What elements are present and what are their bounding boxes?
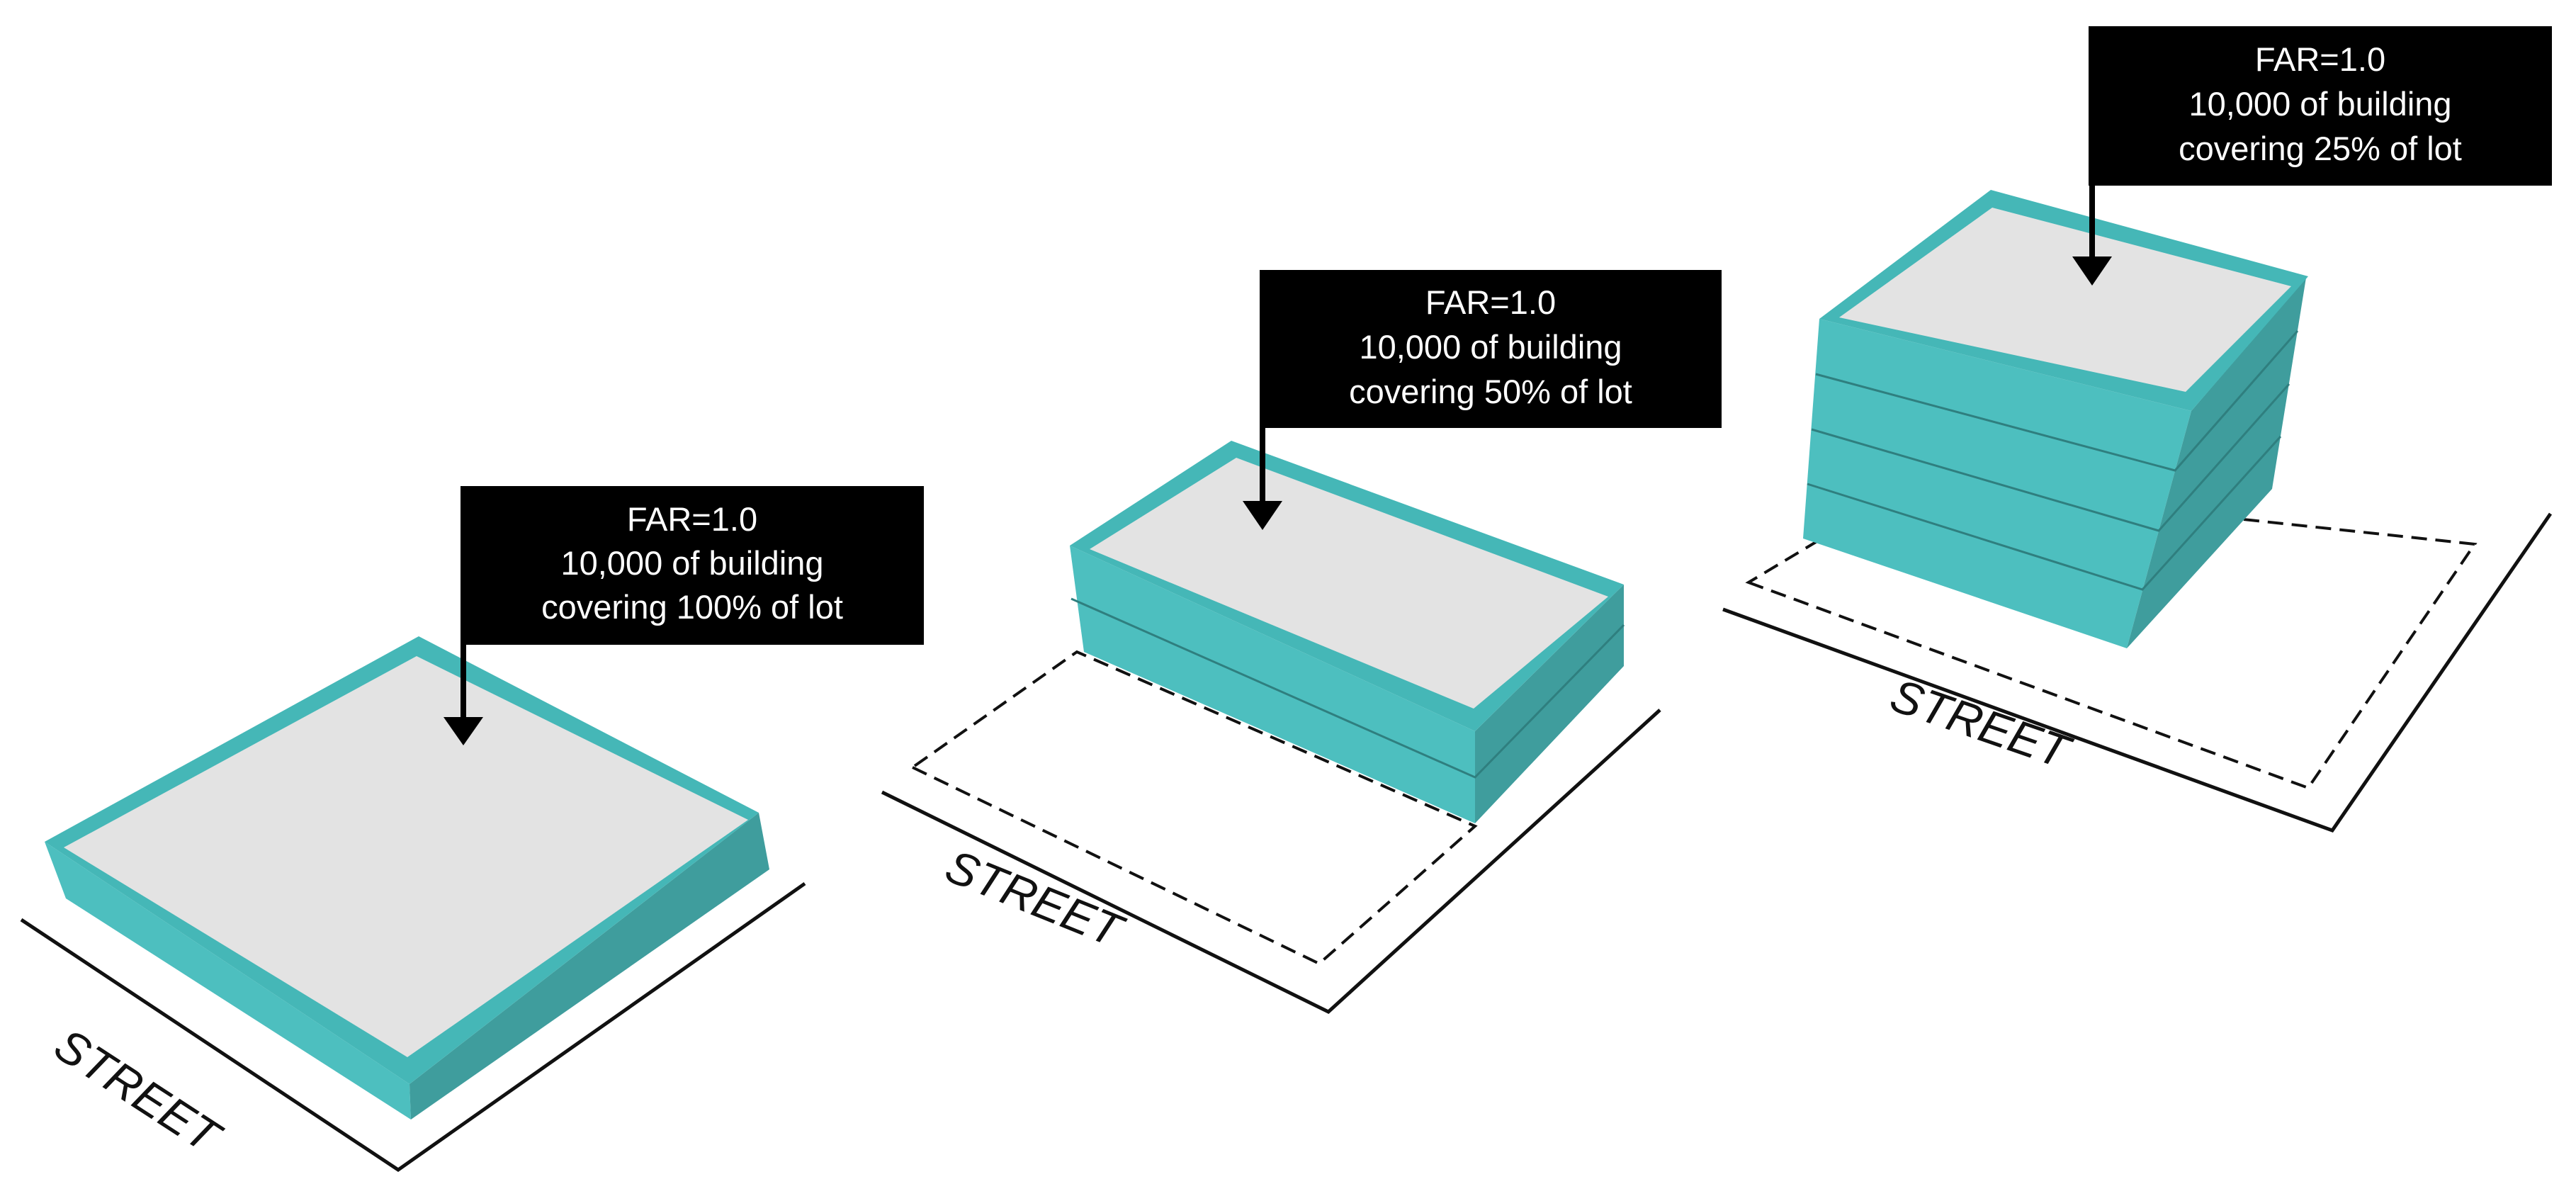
street-label: STREET [1884,668,2079,779]
callout-box: FAR=1.0 10,000 of building covering 25% … [2089,26,2552,186]
floor-divider [1811,383,2290,532]
building-roof [1839,208,2291,392]
scenario-50-percent: STREET FAR=1.0 10,000 of building coveri… [881,270,1722,1014]
floor-divider [1070,597,1625,779]
lot-boundary [910,650,1478,966]
callout-line-3: covering 100% of lot [541,588,843,626]
street-line [881,709,1661,1014]
building-front-wall [1070,546,1475,823]
street-line [1722,512,2553,833]
floor-divider [1815,330,2299,472]
building-side-wall [1475,585,1624,823]
callout-line-1: FAR=1.0 [2255,40,2385,78]
callout-arrow [2072,181,2112,286]
callout-line-3: covering 50% of lot [1349,373,1632,410]
callout-line-2: 10,000 of building [1359,328,1622,366]
callout-line-3: covering 25% of lot [2179,130,2462,167]
callout-line-2: 10,000 of building [2188,85,2451,123]
floor-divider [1807,435,2282,591]
scenario-100-percent: STREET FAR=1.0 10,000 of building coveri… [20,486,924,1173]
street-line [20,881,806,1173]
building-side-wall [409,813,769,1120]
building-roof [64,656,748,1057]
callout-arrow [444,641,483,745]
street-label: STREET [939,839,1132,958]
scenario-25-percent: STREET FAR=1.0 10,000 of building coveri… [1722,26,2553,833]
callout-box: FAR=1.0 10,000 of building covering 50% … [1260,270,1722,428]
callout-line-1: FAR=1.0 [1425,283,1556,321]
building-front-wall [45,842,411,1120]
callout-line-1: FAR=1.0 [627,500,757,538]
callout-line-2: 10,000 of building [560,544,823,582]
callout-box: FAR=1.0 10,000 of building covering 100%… [461,486,924,645]
building-roof [1090,458,1608,709]
callout-arrow [1243,424,1282,530]
